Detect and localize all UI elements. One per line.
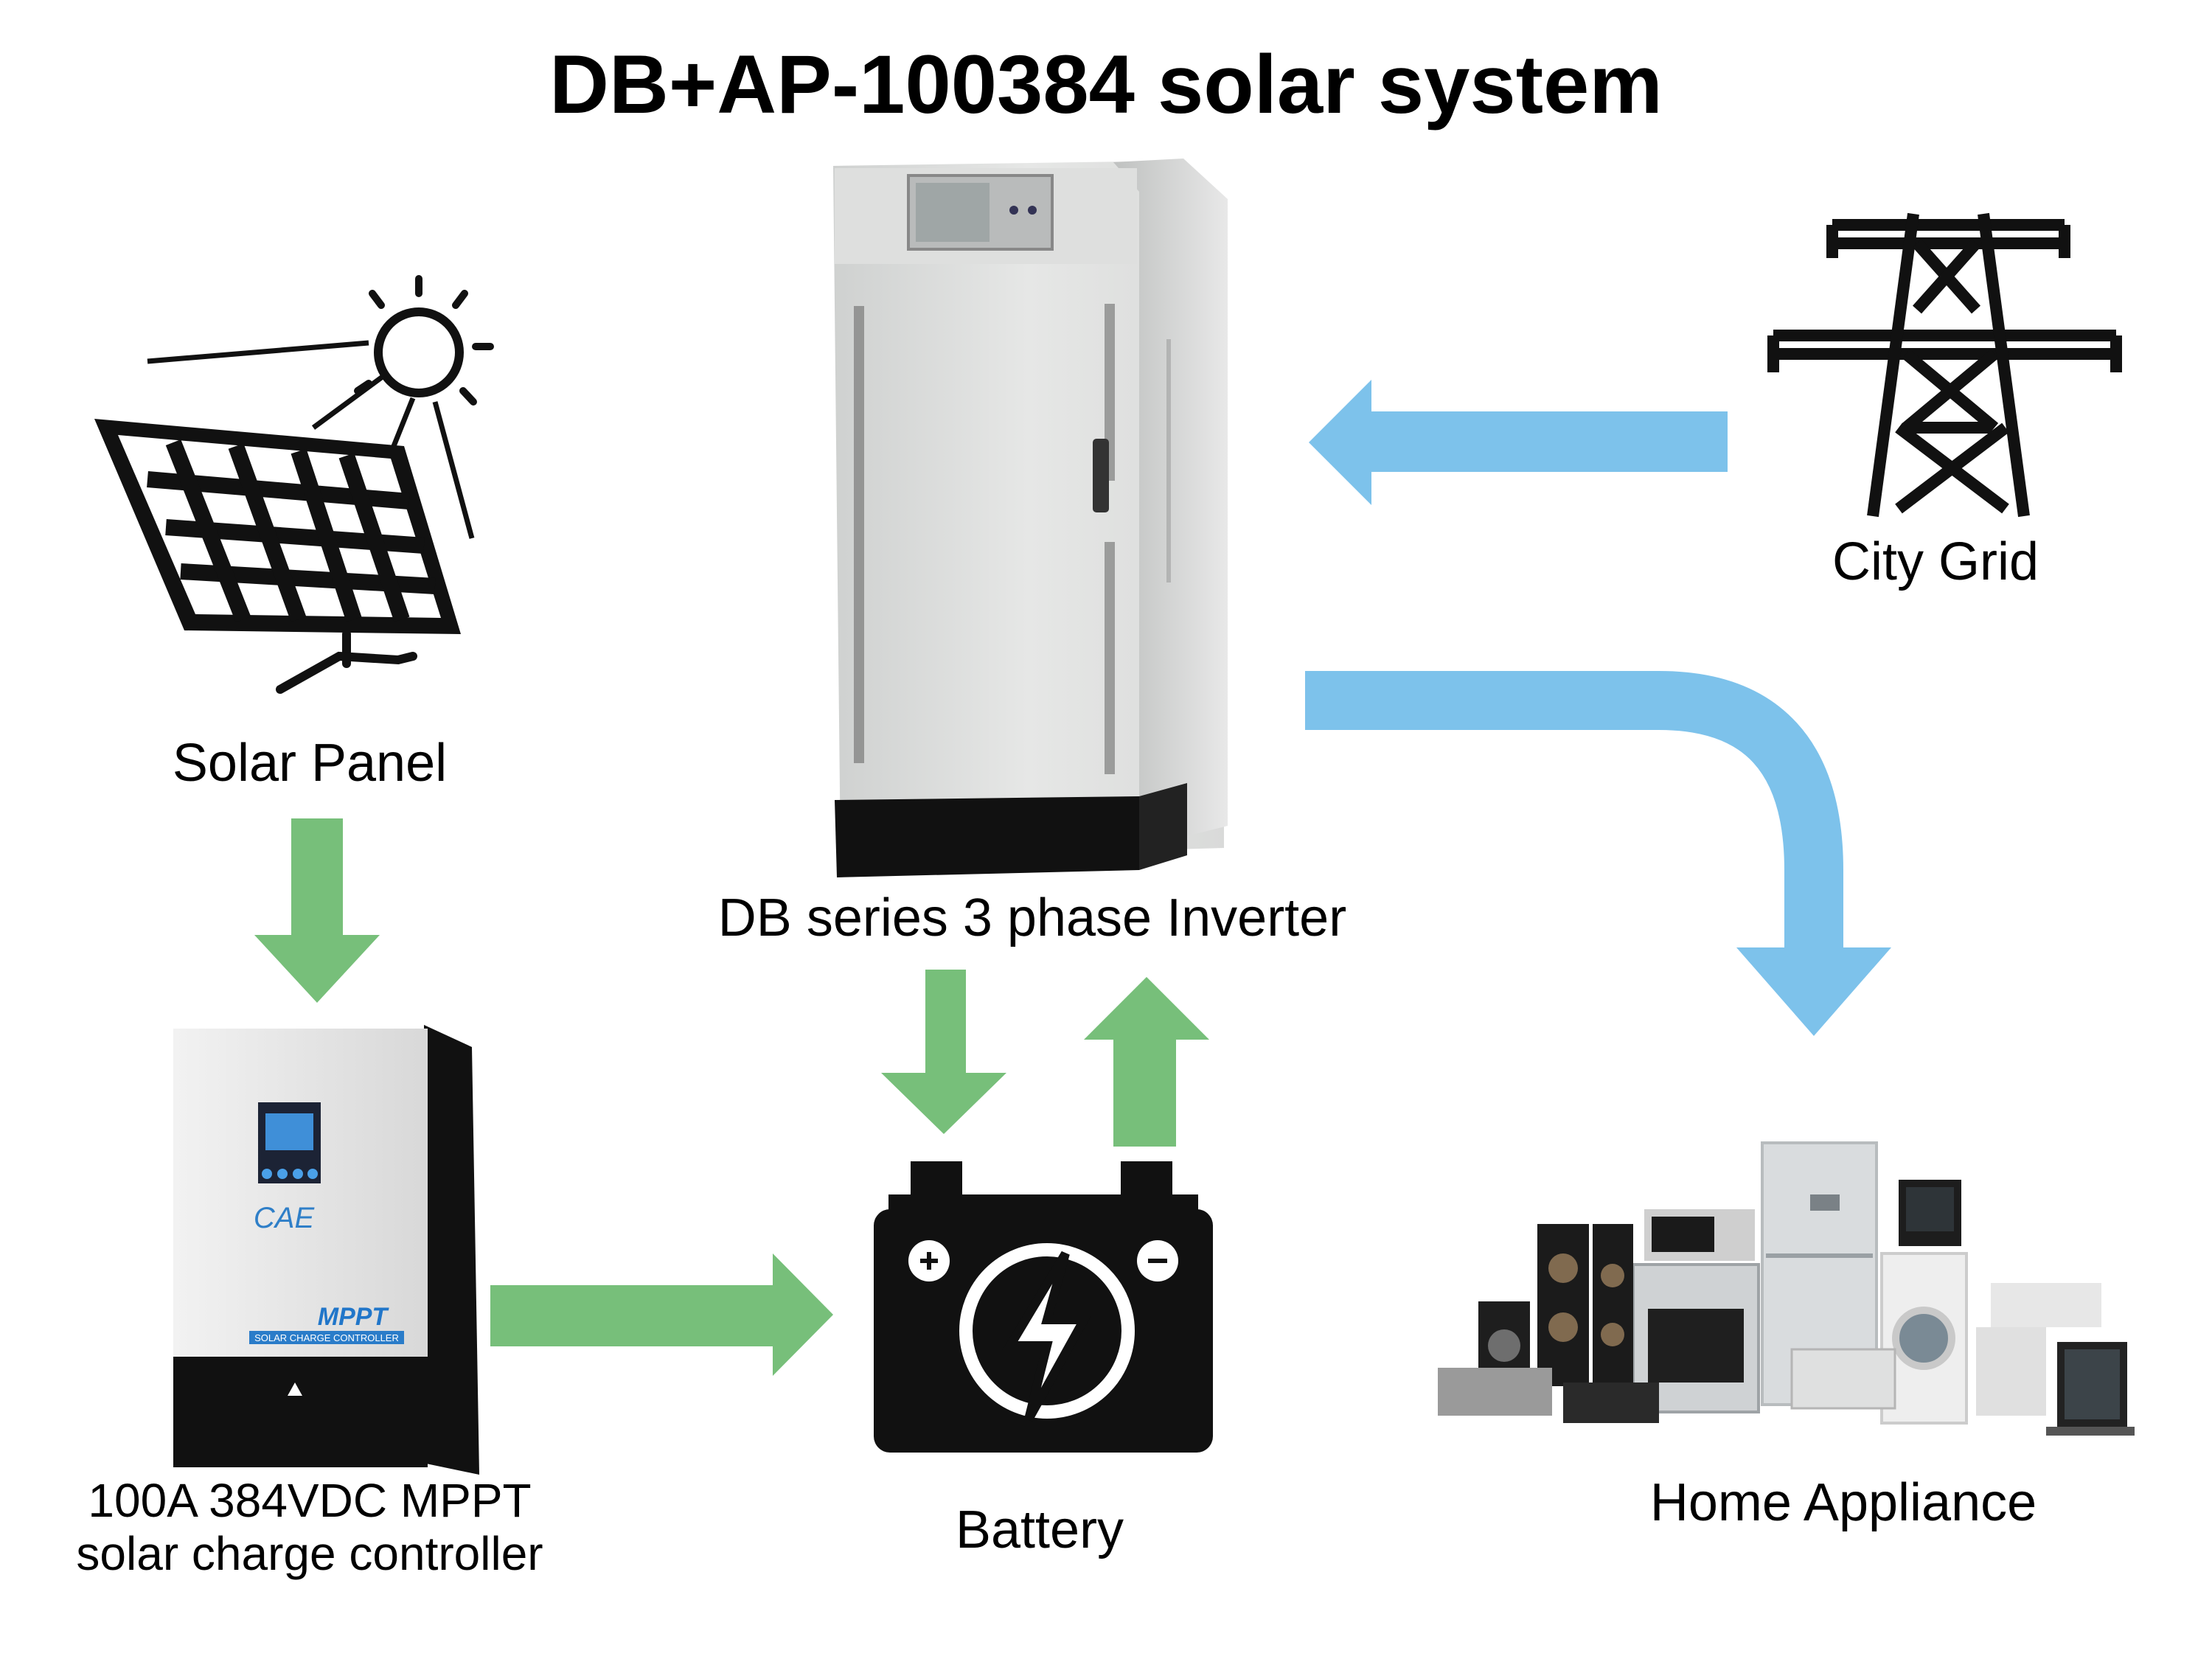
arrow-grid-to-inverter [1309,380,1728,505]
svg-text:CAE: CAE [254,1202,316,1234]
arrow-battery-to-inverter [1084,977,1209,1147]
power-tower-icon [1767,212,2122,518]
arrow-inverter-to-battery [881,970,1006,1134]
inverter-label: DB series 3 phase Inverter [717,888,1347,947]
solar-panel-icon [94,275,494,694]
battery-icon [874,1161,1213,1453]
controller-label-line1: 100A 384VDC MPPT [88,1474,532,1527]
arrow-inverter-to-appliance [1305,671,1843,959]
arrow-inverter-to-appliance-head [1736,947,1891,1036]
city-grid-label: City Grid [1832,532,2039,591]
mppt-controller-image: CAE MPPT SOLAR CHARGE CONTROLLER [173,1025,479,1475]
mppt-badge-text: MPPT [318,1303,390,1331]
solar-panel-label: Solar Panel [172,734,448,793]
diagram-title: DB+AP-100384 solar system [549,38,1663,131]
inverter-cabinet-image [833,159,1228,877]
controller-label: 100A 384VDC MPPT solar charge controller [44,1474,575,1580]
home-appliances-image [1438,1141,2135,1436]
home-appliance-label: Home Appliance [1649,1473,2037,1532]
arrow-controller-to-battery [490,1253,833,1376]
controller-label-line2: solar charge controller [76,1526,543,1580]
battery-label: Battery [955,1500,1124,1559]
arrow-solar-to-controller [254,818,380,1003]
mppt-badge-subtext: SOLAR CHARGE CONTROLLER [254,1332,399,1343]
